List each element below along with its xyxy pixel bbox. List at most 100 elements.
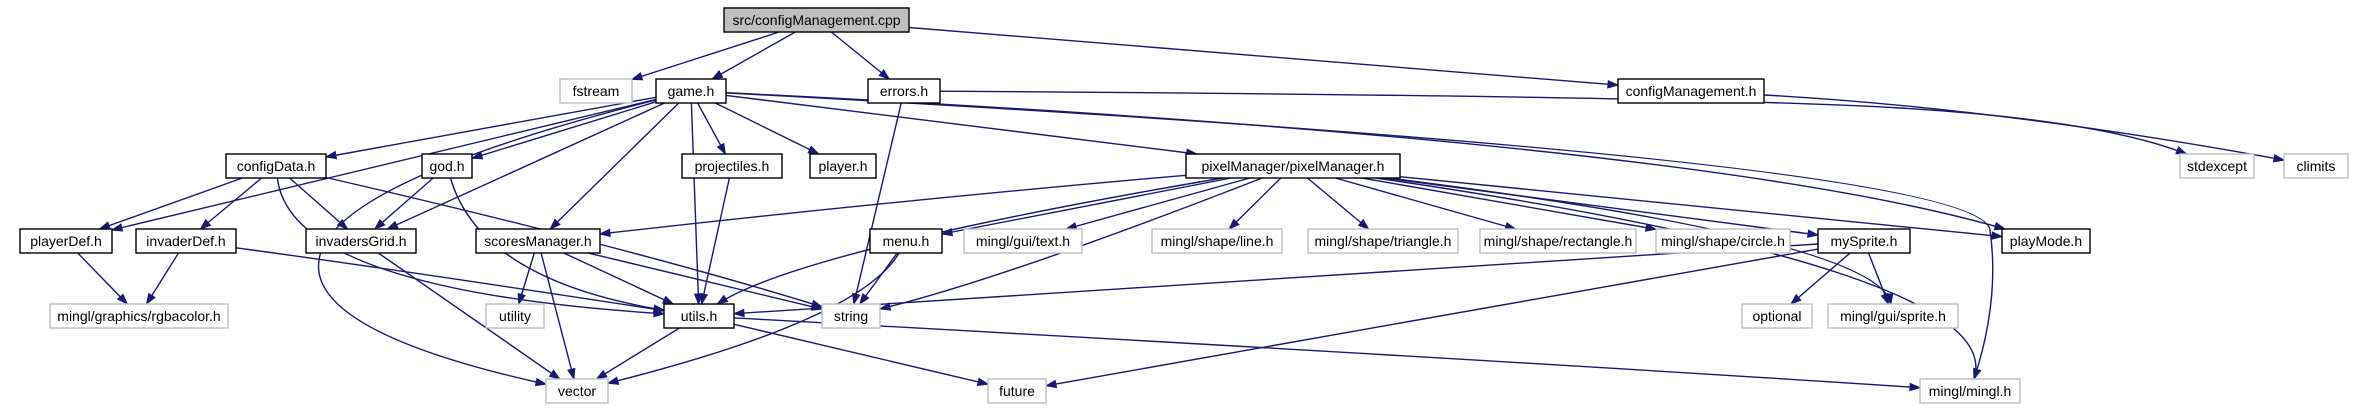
node-src-configmanagement-cpp[interactable]: src/configManagement.cpp — [723, 7, 910, 33]
edge-invaderDef-h-to-utils-h — [235, 247, 666, 314]
edge-projectiles-h-to-utils-h — [699, 177, 731, 306]
edge-game-h-to-playMode-h — [725, 92, 2007, 231]
edge-arrowhead — [595, 369, 608, 380]
node-configdata-h[interactable]: configData.h — [225, 153, 327, 179]
edge-line — [374, 177, 434, 230]
node-box — [1741, 303, 1813, 329]
edge-game-h-to-scoresManager-h — [549, 102, 680, 231]
edge-line — [1375, 177, 1977, 380]
node-player-h[interactable]: player.h — [809, 153, 877, 179]
edge-arrowhead — [517, 292, 526, 306]
edge-line — [733, 323, 989, 385]
node-mingl-gui-text-h: mingl/gui/text.h — [963, 228, 1083, 254]
edge-errors-h-to-string — [852, 102, 902, 306]
node-errors-h[interactable]: errors.h — [867, 78, 941, 104]
edge-arrowhead — [1044, 379, 1058, 389]
node-mingl-graphics-rgbacolor-h: mingl/graphics/rgbacolor.h — [49, 303, 229, 329]
node-menu-h[interactable]: menu.h — [869, 228, 943, 254]
edge-arrowhead — [1228, 218, 1240, 231]
node-invaderdef-h[interactable]: invaderDef.h — [135, 228, 237, 254]
edge-pixelManager-h-to-triangle-h — [1306, 177, 1370, 230]
edge-arrowhead — [878, 69, 891, 80]
node-mingl-shape-triangle-h: mingl/shape/triangle.h — [1307, 228, 1459, 254]
node-utils-h[interactable]: utils.h — [663, 303, 735, 329]
edge-line — [596, 327, 680, 380]
node-configmanagement-h[interactable]: configManagement.h — [1617, 78, 1765, 104]
node-box — [2001, 228, 2091, 254]
edge-mySprite-h-to-future — [1044, 248, 1819, 389]
node-scoresmanager-h[interactable]: scoresManager.h — [475, 228, 601, 254]
node-label: fstream — [573, 83, 620, 99]
edge-menu-h-to-string — [858, 252, 898, 306]
node-box — [49, 303, 229, 329]
node-mingl-gui-sprite-h: mingl/gui/sprite.h — [1827, 303, 1959, 329]
node-label: scoresManager.h — [484, 233, 591, 249]
node-game-h[interactable]: game.h — [655, 78, 727, 104]
edge-line — [235, 247, 665, 312]
edge-arrowhead — [716, 294, 729, 305]
node-label: optional — [1752, 308, 1801, 324]
node-box — [1185, 153, 1401, 179]
node-vector: vector — [545, 378, 609, 404]
node-label: future — [999, 383, 1035, 399]
edge-line — [289, 177, 348, 230]
edge-line — [859, 252, 898, 305]
edge-arrowhead — [1909, 382, 1922, 392]
edge-arrowhead — [710, 70, 724, 80]
edge-arrowhead — [858, 292, 870, 306]
edge-arrowhead — [878, 302, 892, 311]
edge-line — [1790, 252, 1851, 305]
edge-configData-h-to-invaderDef-h — [199, 177, 263, 230]
edge-game-h-to-projectiles-h — [696, 102, 727, 156]
node-mingl-shape-line-h: mingl/shape/line.h — [1151, 228, 1283, 254]
edge-mySprite-h-to-sprite-h — [1867, 252, 1890, 306]
node-box — [869, 228, 943, 254]
edge-arrowhead — [852, 292, 861, 306]
edge-arrowhead — [386, 220, 399, 230]
node-projectiles-h[interactable]: projectiles.h — [681, 153, 783, 179]
edge-arrowhead — [567, 367, 576, 381]
node-god-h[interactable]: god.h — [421, 153, 473, 179]
edge-arrowhead — [1607, 79, 1620, 89]
edge-arrowhead — [373, 218, 386, 230]
node-box — [809, 153, 877, 179]
node-fstream: fstream — [559, 78, 633, 104]
edge-config-cpp-to-game-h — [710, 31, 796, 80]
edge-line — [387, 102, 665, 230]
edge-arrowhead — [98, 221, 111, 230]
edge-arrowhead — [549, 218, 561, 231]
edge-utils-h-to-future — [733, 323, 990, 386]
edge-pixelManager-h-to-playMode-h — [1399, 176, 2004, 240]
node-future: future — [987, 378, 1047, 404]
node-pixelmanager-pixelmanager-h[interactable]: pixelManager/pixelManager.h — [1185, 153, 1401, 179]
node-label: game.h — [668, 83, 715, 99]
node-invadersgrid-h[interactable]: invadersGrid.h — [305, 228, 417, 254]
edge-line — [733, 243, 1819, 315]
node-box — [821, 303, 881, 329]
edge-arrowhead — [699, 292, 709, 306]
node-box — [1919, 378, 2021, 404]
node-mysprite-h[interactable]: mySprite.h — [1817, 228, 1911, 254]
edge-mySprite-h-to-optional — [1789, 252, 1851, 305]
edge-line — [1066, 177, 1250, 230]
node-label: playerDef.h — [30, 233, 102, 249]
node-box — [485, 303, 545, 329]
edge-line — [325, 176, 823, 308]
node-label: mingl/shape/rectangle.h — [1484, 233, 1633, 249]
edge-errors-h-to-stdexcept — [939, 90, 2188, 155]
node-playmode-h[interactable]: playMode.h — [2001, 228, 2091, 254]
node-box — [2283, 153, 2349, 179]
edge-line — [690, 102, 700, 305]
node-box — [655, 78, 727, 104]
node-playerdef-h[interactable]: playerDef.h — [19, 228, 113, 254]
edge-playerDef-h-to-rgbacolor-h — [77, 252, 129, 306]
edge-arrowhead — [976, 377, 990, 386]
edge-line — [549, 102, 680, 230]
node-box — [225, 153, 327, 179]
node-label: player.h — [818, 158, 867, 174]
edge-line — [449, 177, 665, 311]
edge-arrowhead — [336, 218, 349, 230]
node-label: src/configManagement.cpp — [732, 12, 900, 28]
node-box — [1617, 78, 1765, 104]
edge-arrowhead — [1789, 293, 1802, 305]
